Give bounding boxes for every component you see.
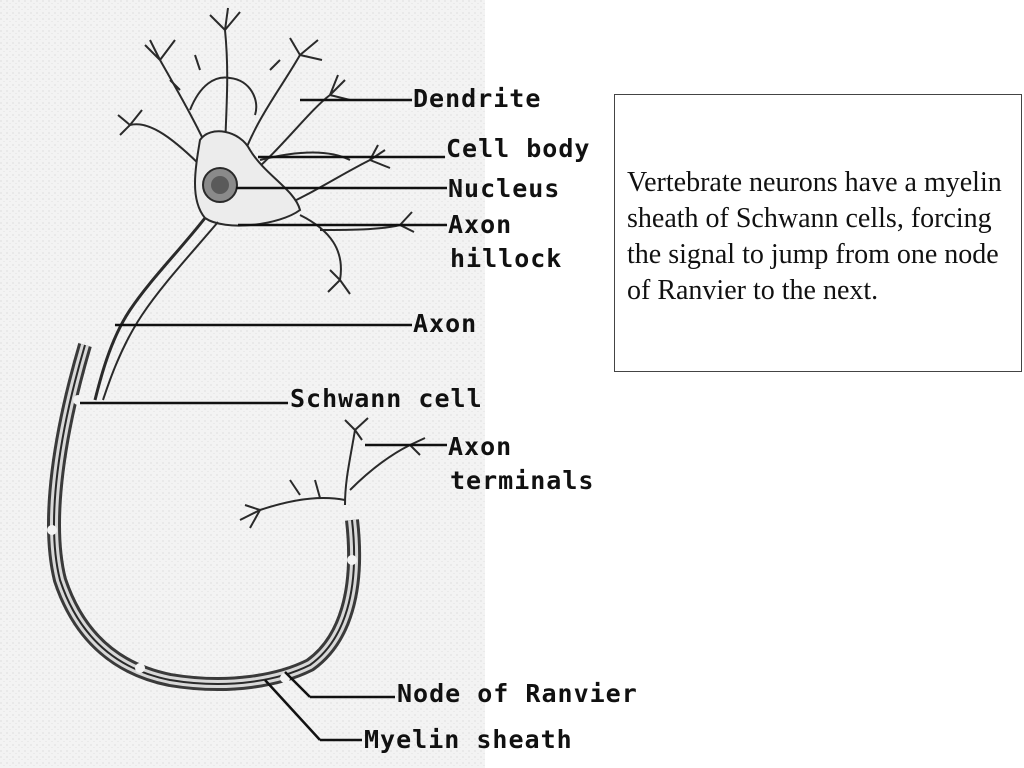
label-axon-terminals-line1: Axon	[448, 432, 513, 461]
label-axon-terminals-line2: terminals	[450, 466, 595, 495]
caption-text: Vertebrate neurons have a myelin sheath …	[627, 167, 1002, 306]
neuron-illustration	[0, 0, 485, 768]
axon-shape	[93, 217, 207, 401]
label-node-of-ranvier: Node of Ranvier	[397, 679, 638, 708]
label-nucleus: Nucleus	[448, 174, 561, 203]
label-axon-hillock-line1: Axon	[448, 210, 513, 239]
nodes-of-ranvier	[47, 395, 357, 683]
neuron-diagram: Dendrite Cell body Nucleus Axon hillock …	[0, 0, 638, 768]
myelin-segments	[47, 343, 362, 691]
caption-box: Vertebrate neurons have a myelin sheath …	[614, 94, 1022, 372]
label-axon: Axon	[413, 309, 478, 338]
label-axon-hillock-line2: hillock	[450, 244, 563, 273]
label-myelin-sheath: Myelin sheath	[364, 725, 573, 754]
label-dendrite: Dendrite	[413, 84, 542, 113]
axon-terminals	[239, 417, 426, 529]
leader-lines	[80, 98, 447, 742]
label-cell-body: Cell body	[446, 134, 591, 163]
label-schwann-cell: Schwann cell	[290, 384, 483, 413]
